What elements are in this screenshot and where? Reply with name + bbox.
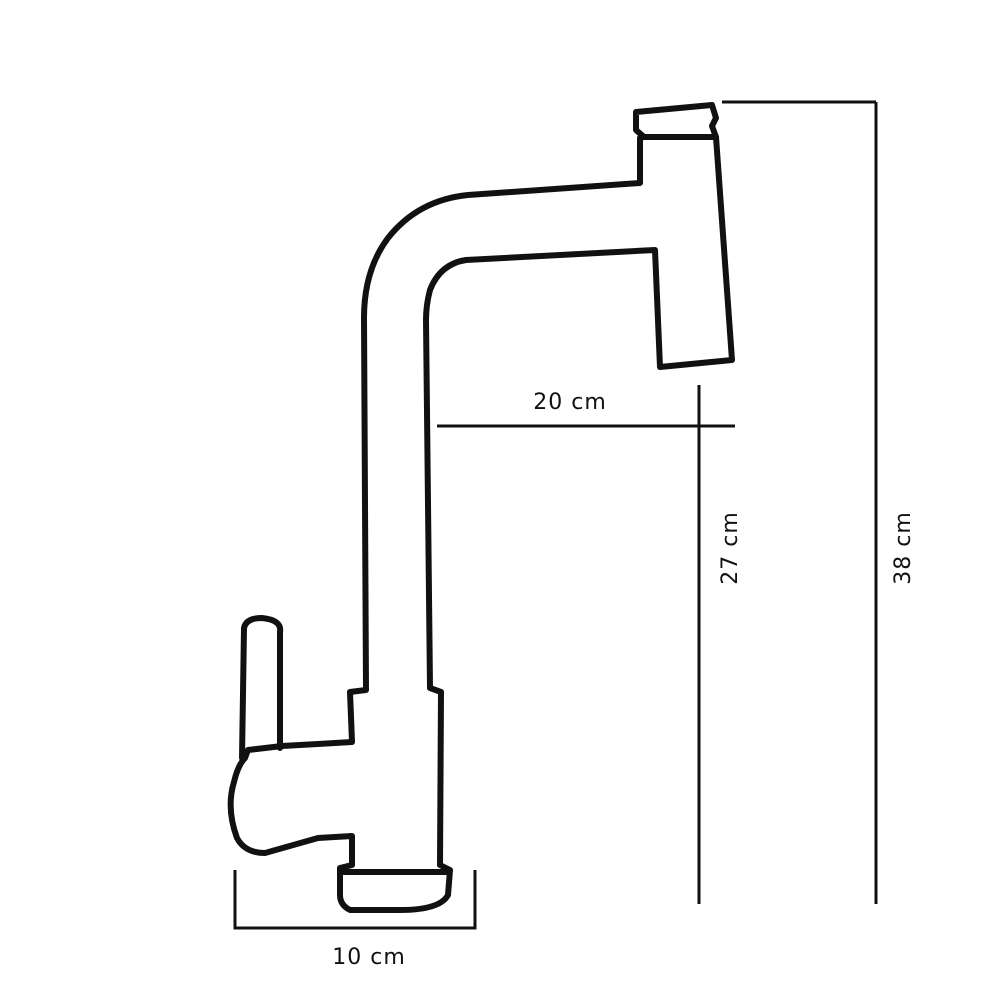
total-height-label: 38 cm: [891, 511, 916, 585]
faucet-outline: [227, 102, 735, 913]
spout-height-label: 27 cm: [718, 511, 743, 585]
lever-handle: [239, 615, 284, 761]
base-width-bracket: [233, 870, 477, 930]
spout-reach-label: 20 cm: [533, 390, 607, 415]
base-width-label: 10 cm: [332, 945, 406, 970]
